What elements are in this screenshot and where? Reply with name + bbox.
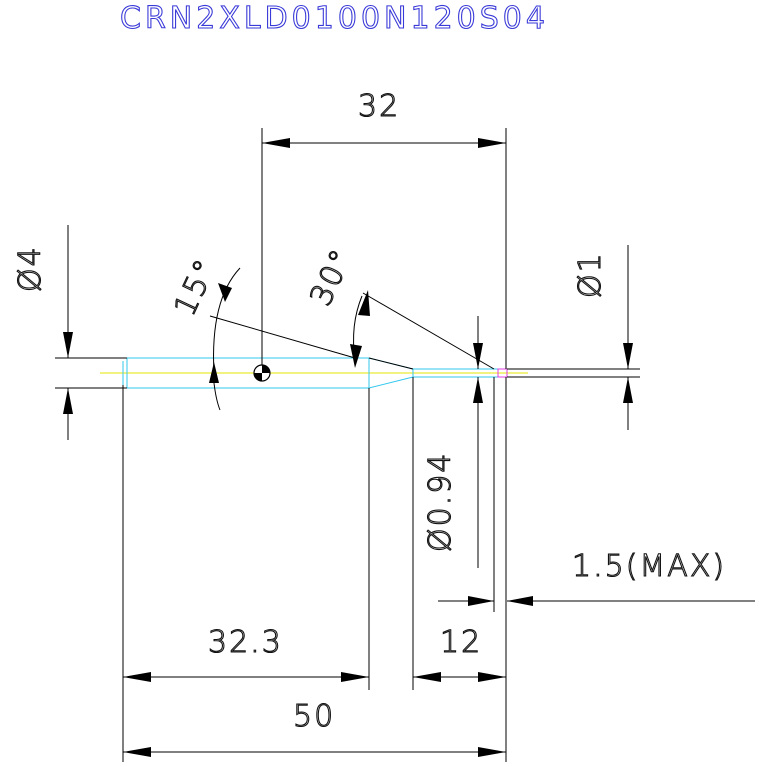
tool-body bbox=[100, 357, 528, 389]
dimension-15-max: 1.5(MAX) bbox=[438, 377, 755, 612]
dimension-32-label: 32 bbox=[358, 89, 400, 124]
dimension-12: 12 bbox=[413, 624, 506, 682]
dimension-dia-4: Ø4 bbox=[12, 225, 127, 440]
dimension-50: 50 bbox=[123, 698, 506, 757]
part-number-title: CRN2XLD0100N120S04 bbox=[120, 1, 549, 36]
dimension-dia-4-label: Ø4 bbox=[13, 245, 48, 292]
dimension-dia-094-label: Ø0.94 bbox=[423, 452, 458, 552]
dimension-12-label: 12 bbox=[440, 625, 482, 660]
dimension-dia-094: Ø0.94 bbox=[422, 316, 483, 568]
angle-30-label: 30° bbox=[304, 243, 361, 311]
dimension-15-max-label: 1.5(MAX) bbox=[572, 549, 726, 584]
center-point-icon bbox=[253, 364, 271, 382]
extension-lines bbox=[122, 377, 507, 762]
dimension-32: 32 bbox=[261, 88, 507, 369]
angle-30: 30° bbox=[303, 242, 495, 370]
tip-marker bbox=[497, 368, 508, 378]
dimension-dia-1: Ø1 bbox=[507, 245, 640, 430]
dimension-dia-1-label: Ø1 bbox=[573, 251, 608, 298]
angle-15-label: 15° bbox=[168, 253, 225, 321]
neck-top-edge bbox=[368, 357, 414, 370]
dimension-32-3-label: 32.3 bbox=[208, 625, 283, 660]
dimension-50-label: 50 bbox=[293, 699, 335, 734]
dimension-32-3: 32.3 bbox=[123, 624, 369, 682]
